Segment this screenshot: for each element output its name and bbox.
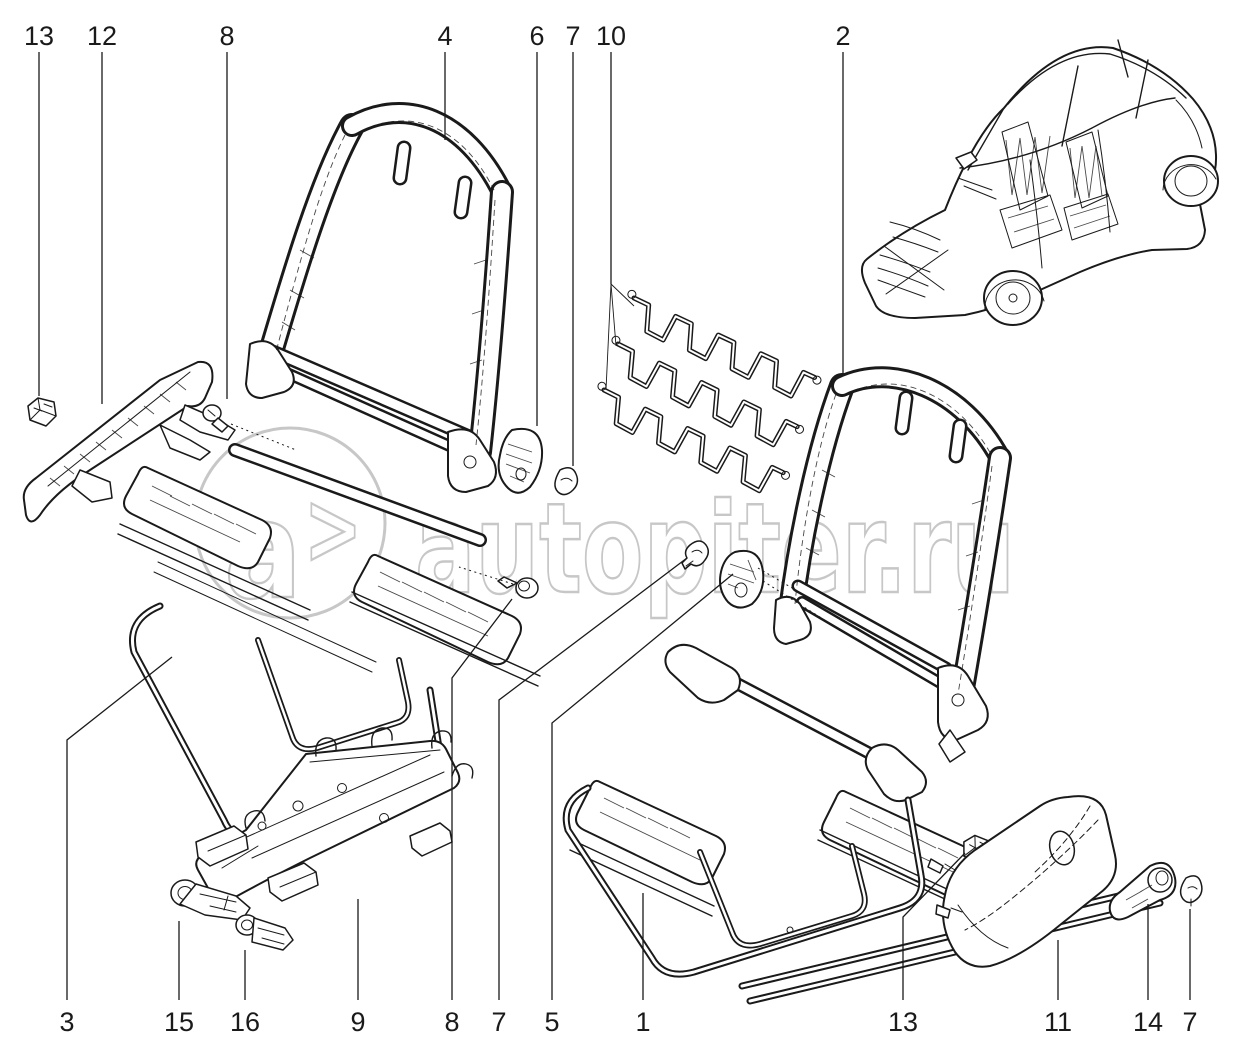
callout-8-12: 8 <box>444 566 514 1037</box>
callout-label-8: 8 <box>219 21 234 51</box>
callout-label-15: 15 <box>164 1007 194 1037</box>
callout-9-11: 9 <box>350 899 366 1037</box>
watermark-brand-text: autopiter.ru <box>415 477 1015 622</box>
callout-5-dotted-line <box>757 567 834 613</box>
suspension-springs <box>582 289 831 497</box>
callout-label-11: 11 <box>1044 1007 1072 1037</box>
callout-label-16: 16 <box>230 1007 260 1037</box>
callout-8-dotted-line <box>458 566 514 585</box>
spring-2 <box>596 335 814 451</box>
callout-3-8: 3 <box>59 656 173 1037</box>
callout-label-12: 12 <box>87 21 117 51</box>
callout-8-2: 8 <box>219 21 297 451</box>
clip-7-mid <box>681 540 709 570</box>
callout-13-0: 13 <box>24 21 54 396</box>
callout-10-fork-line <box>610 283 635 307</box>
bolt-8-top <box>202 404 229 433</box>
callout-label-2: 2 <box>835 21 850 51</box>
callout-label-6: 6 <box>529 21 544 51</box>
floor-bracket-assembly <box>195 727 474 904</box>
callout-label-7: 7 <box>1182 1007 1197 1037</box>
callout-label-4: 4 <box>437 21 452 51</box>
callout-label-7: 7 <box>491 1007 506 1037</box>
car-interior-seats <box>999 121 1119 249</box>
callout-7-13: 7 <box>491 557 688 1037</box>
callout-10-fork-line <box>605 283 612 391</box>
car-roofline <box>1007 52 1187 105</box>
car-mirror <box>955 151 978 170</box>
callout-label-1: 1 <box>635 1007 650 1037</box>
shield-11 <box>927 795 1117 968</box>
callout-6-4: 6 <box>529 21 545 426</box>
callout-4-3: 4 <box>437 21 453 140</box>
backrest-frame-right <box>773 366 1012 763</box>
callout-label-3: 3 <box>59 1007 74 1037</box>
backrest-left-recliner <box>447 428 497 493</box>
callout-7-19: 7 <box>1182 909 1198 1037</box>
plug-7-right <box>1179 875 1203 907</box>
cushion-left-rear-member <box>123 465 272 570</box>
car-door-seams <box>1029 129 1111 269</box>
plug-7-top <box>554 467 579 496</box>
callout-8-dotted-line <box>230 423 297 451</box>
cushion-right-rear-left-bracket <box>664 643 741 704</box>
screw-8-bottom <box>497 576 539 599</box>
watermark: a > autopiter.ru <box>193 426 1016 630</box>
callout-label-13: 13 <box>888 1007 918 1037</box>
bracket-6 <box>497 428 544 494</box>
callout-5-14: 5 <box>544 567 846 1037</box>
callout-label-10: 10 <box>596 21 626 51</box>
car-illustration <box>861 39 1219 326</box>
callout-3-leader-line <box>66 656 173 1000</box>
callout-7-5: 7 <box>565 21 581 466</box>
callout-14-18: 14 <box>1133 904 1163 1037</box>
callout-13-16: 13 <box>888 852 966 1037</box>
cam-5 <box>719 550 765 609</box>
callout-5-leader-line <box>551 573 734 1000</box>
car-wheels <box>983 155 1219 326</box>
clip-13-left <box>27 397 57 427</box>
car-b-pillar <box>1061 65 1079 147</box>
cushion-right-left-member <box>575 779 726 886</box>
cushion-left-front-member <box>353 553 522 666</box>
cushion-right-rear-right-bracket <box>864 743 927 803</box>
callout-label-5: 5 <box>544 1007 559 1037</box>
floor-bracket-pads <box>195 822 453 902</box>
callout-8-leader-line <box>451 598 513 1000</box>
callout-label-7: 7 <box>565 21 580 51</box>
callout-1-15: 1 <box>635 893 651 1037</box>
callout-7-leader-line <box>498 557 688 1000</box>
callout-13-leader-line <box>902 852 966 1000</box>
car-rear-glass <box>1175 99 1203 149</box>
car-c-pillar <box>1135 59 1149 119</box>
car-body <box>861 46 1218 319</box>
callout-15-9: 15 <box>164 921 194 1037</box>
car-beltline <box>959 97 1176 169</box>
car-grille-lines <box>877 254 931 298</box>
clip-15 <box>170 879 251 921</box>
callout-label-8: 8 <box>444 1007 459 1037</box>
callout-11-17: 11 <box>1044 940 1072 1037</box>
backrest-frame-left <box>245 102 514 493</box>
clip-16 <box>235 914 294 951</box>
handle-14 <box>1108 862 1177 921</box>
callout-label-9: 9 <box>350 1007 365 1037</box>
backrest-left-foot <box>245 340 295 399</box>
car-wipers <box>957 177 997 200</box>
backrest-right-foot <box>773 595 812 645</box>
callout-label-13: 13 <box>24 21 54 51</box>
callout-label-14: 14 <box>1133 1007 1163 1037</box>
car-headlight <box>889 221 941 253</box>
callout-10-6: 10 <box>596 21 635 391</box>
car-x-crease <box>883 245 949 295</box>
callout-12-1: 12 <box>87 21 117 404</box>
callout-10-fork-line <box>610 283 617 347</box>
callout-2-7: 2 <box>835 21 851 376</box>
spring-1 <box>613 289 831 402</box>
car-antenna-mark <box>1117 39 1129 78</box>
callout-16-10: 16 <box>230 950 260 1037</box>
